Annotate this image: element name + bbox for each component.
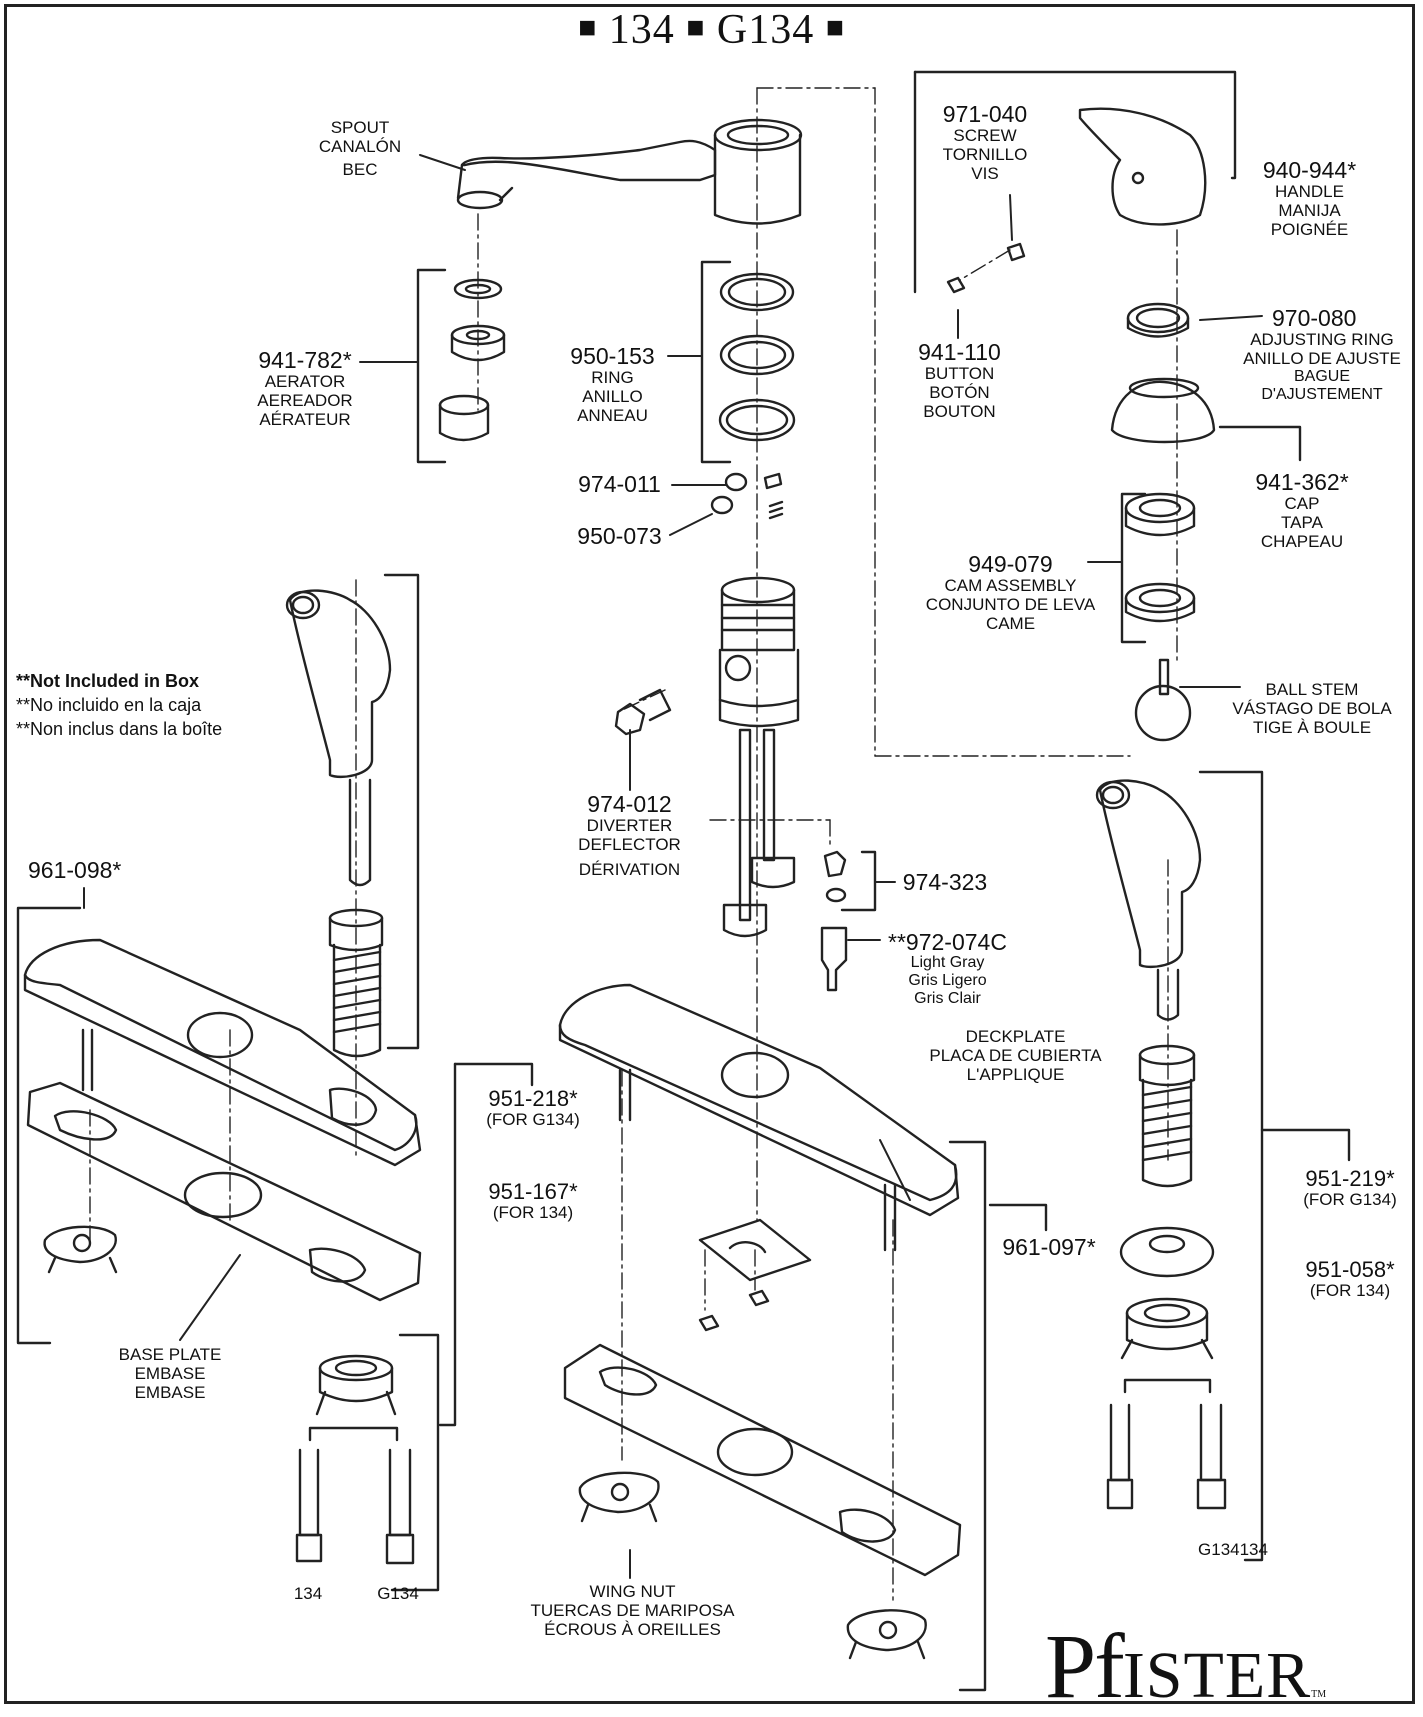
seats-springs-drawing xyxy=(669,472,784,536)
label-961-097: 961-097* xyxy=(1002,1234,1096,1260)
label-ring: 950-153 RING ANILLO ANNEAU xyxy=(570,343,655,426)
pfister-logo: PfISTERTM xyxy=(1045,1615,1327,1717)
label-974-323: 974-323 xyxy=(902,869,988,895)
deckplate-drawing xyxy=(558,983,1048,1692)
label-hose-134: 134 xyxy=(293,1584,323,1603)
label-button: 941-110 BUTTON BOTÓN BOUTON xyxy=(918,339,1001,422)
diverter-drawing xyxy=(614,688,672,791)
label-deckplate: DECKPLATE PLACA DE CUBIERTA L'APPLIQUE xyxy=(929,1027,1102,1085)
clip-cartridge-drawing xyxy=(820,850,896,992)
title-mark-right: ■ xyxy=(825,11,845,44)
label-951-058: 951-058* (FOR 134) xyxy=(1305,1257,1395,1301)
adjusting-ring-drawing xyxy=(1126,302,1263,338)
label-972-074c: **972-074C Light Gray Gris Ligero Gris C… xyxy=(888,929,1007,1007)
title-model-g134: G134 xyxy=(716,7,815,53)
label-cam-assembly: 949-079 CAM ASSEMBLY CONJUNTO DE LEVA CA… xyxy=(925,551,1096,634)
page-title: ■ 134 ■ G134 ■ xyxy=(0,6,1423,54)
valve-body-drawing xyxy=(718,576,800,938)
title-mark-left: ■ xyxy=(578,11,598,44)
label-hose-g134: G134 xyxy=(377,1584,419,1603)
label-951-219: 951-219* (FOR G134) xyxy=(1303,1166,1397,1210)
label-ball-stem: BALL STEM VÁSTAGO DE BOLA TIGE À BOULE xyxy=(1232,680,1392,738)
label-hose-right: G134134 xyxy=(1198,1540,1268,1559)
label-screw: 971-040 SCREW TORNILLO VIS xyxy=(942,101,1028,184)
right-side-spray-drawing xyxy=(1095,770,1351,1562)
label-handle: 940-944* HANDLE MANIJA POIGNÉE xyxy=(1262,157,1357,240)
label-951-167: 951-167* (FOR 134) xyxy=(488,1179,578,1223)
handle-drawing xyxy=(913,70,1237,294)
title-mark-mid: ■ xyxy=(686,11,706,44)
assembly-centerlines xyxy=(89,87,1178,1601)
diagram-frame xyxy=(4,4,1415,1704)
label-951-218: 951-218* (FOR G134) xyxy=(486,1086,580,1130)
label-aerator: 941-782* AERATOR AEREADOR AÉRATEUR xyxy=(257,347,353,430)
cap-drawing xyxy=(1110,377,1302,462)
label-diverter: 974-012 DIVERTER DEFLECTOR DÉRIVATION xyxy=(578,791,681,880)
not-included-note: **Not Included in Box **No incluido en l… xyxy=(16,671,223,739)
left-base-plate-drawing xyxy=(16,887,422,1345)
left-hose-adapters-drawing xyxy=(295,1062,534,1592)
center-base-plate-drawing xyxy=(563,1343,962,1660)
title-model-134: 134 xyxy=(608,7,675,53)
aerator-drawing xyxy=(359,268,506,464)
o-rings-drawing xyxy=(667,260,796,464)
cam-assembly-drawing xyxy=(1087,492,1196,644)
label-974-011: 974-011 xyxy=(578,471,661,497)
spout-drawing xyxy=(419,118,803,225)
label-wing-nut: WING NUT TUERCAS DE MARIPOSA ÉCROUS À OR… xyxy=(530,1582,735,1640)
label-950-073: 950-073 xyxy=(577,523,662,549)
label-adjusting-ring: 970-080 ADJUSTING RING ANILLO DE AJUSTE … xyxy=(1243,305,1401,404)
label-cap: 941-362* CAP TAPA CHAPEAU xyxy=(1255,469,1349,552)
label-base-plate: BASE PLATE EMBASE EMBASE xyxy=(118,1345,222,1403)
label-spout: SPOUT CANALÓN BEC xyxy=(318,118,402,180)
screw-button-drawing xyxy=(946,194,1026,339)
ball-stem-drawing xyxy=(1134,658,1241,742)
left-side-spray-drawing xyxy=(285,573,420,1058)
label-961-098: 961-098* xyxy=(28,857,122,883)
